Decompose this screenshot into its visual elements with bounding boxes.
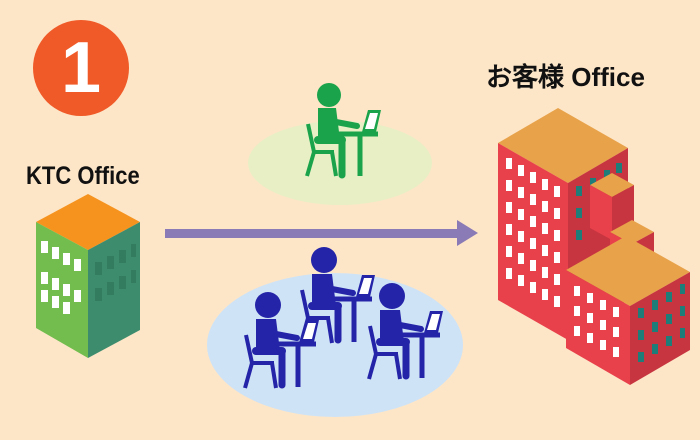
onsite-zone — [207, 273, 463, 417]
step-number-badge: 1 — [33, 20, 129, 116]
team-at-laptops-icon — [243, 247, 443, 389]
ktc-office-label: KTC Office — [26, 162, 140, 190]
office-tower-icon — [498, 108, 690, 385]
office-building-icon — [36, 194, 140, 358]
right-arrow-icon — [165, 220, 478, 246]
person-at-laptop-icon — [305, 83, 381, 179]
client-office-label: お客様 Office — [486, 62, 645, 92]
